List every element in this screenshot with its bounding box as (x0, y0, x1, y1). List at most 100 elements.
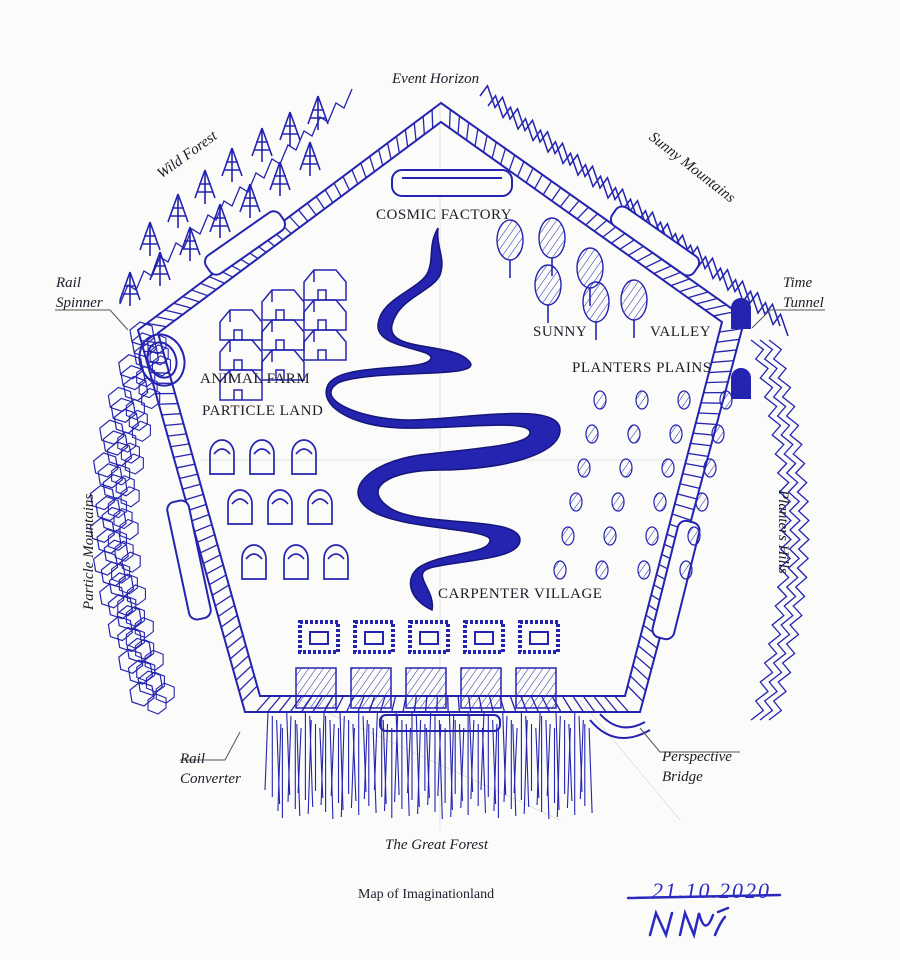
label-animal-farm: ANIMAL FARM (200, 371, 311, 387)
rail-tie (698, 412, 720, 415)
rail-tie (576, 206, 589, 220)
shrub (703, 458, 717, 478)
rail-tie (534, 174, 543, 189)
rail-tie (360, 162, 367, 179)
barn (303, 269, 347, 301)
rail-tie (682, 472, 703, 479)
rail-tie (687, 291, 709, 299)
lumber-stack (350, 667, 392, 709)
mountain-cell (125, 606, 145, 628)
hut (291, 439, 317, 475)
mountain-cell (117, 595, 137, 617)
workshop (463, 620, 505, 654)
rail-tie (200, 282, 217, 291)
particle-land-huts (209, 439, 349, 580)
forest-stroke (568, 723, 573, 802)
fir-tree (299, 141, 321, 176)
forest-edge (119, 88, 353, 305)
forest-stroke (427, 711, 432, 806)
mountain-cell (89, 484, 116, 511)
forest-stroke (329, 719, 334, 820)
lumber-stack (295, 667, 337, 709)
rail-tie (232, 655, 250, 671)
rail-tie (167, 433, 187, 437)
mountain-cell (102, 474, 128, 500)
animal-farm-barns (219, 269, 347, 401)
rail-tie (640, 634, 658, 649)
hill-line (750, 339, 792, 721)
forest-stroke (523, 719, 528, 815)
rail-tie (334, 695, 345, 713)
fir-tree (194, 169, 216, 204)
mountain-cell (124, 453, 144, 475)
forest-stroke (525, 715, 530, 808)
mountain-cell (134, 617, 154, 639)
workshop (353, 620, 395, 654)
rail-tie (706, 381, 728, 384)
mountain-cell (102, 430, 129, 456)
mountain-cell (125, 627, 145, 650)
shrub (627, 424, 641, 444)
rail-tie (610, 232, 626, 244)
mountain-cell (121, 551, 141, 573)
fir-tree (221, 147, 243, 182)
forest-stroke (535, 727, 540, 799)
date-stamp: 21.10.2020 (652, 878, 771, 903)
fir-tree (239, 183, 261, 218)
forest-stroke (363, 719, 368, 800)
fir-tree (179, 226, 201, 261)
workshop (408, 620, 450, 654)
rail-tie (422, 116, 426, 135)
rail-tie (457, 115, 461, 135)
hut (267, 489, 293, 525)
shrub (577, 458, 591, 478)
mountain-cell (120, 364, 146, 391)
mountain-cell (99, 583, 125, 609)
rail-tie (457, 695, 461, 713)
forest-stroke (296, 723, 301, 817)
rail-tie (170, 443, 190, 448)
rail-tie (315, 196, 326, 210)
shrub (679, 560, 693, 580)
mountain-cell (92, 550, 119, 576)
lumber-stack (405, 667, 447, 709)
rail-tie (635, 655, 652, 670)
forest-stroke (309, 715, 314, 808)
forest-stroke (536, 711, 541, 806)
rail-tie (155, 316, 175, 322)
mountain-cell (120, 442, 140, 464)
workshop (298, 620, 340, 654)
barn (219, 309, 263, 341)
perspective-bridge-arc (589, 713, 651, 739)
rail-tie (333, 182, 342, 197)
hut (249, 439, 275, 475)
shrub (619, 458, 633, 478)
shrub (711, 424, 725, 444)
label-rail-converter-line1: Rail (180, 751, 205, 767)
balloon-tree (496, 219, 524, 261)
rail-tie (582, 695, 596, 713)
wild-forest (119, 88, 353, 306)
shrub (661, 458, 675, 478)
workshop-door (474, 631, 494, 645)
track-structures (166, 169, 701, 732)
mountain-cell (127, 659, 154, 685)
workshop-door (309, 631, 329, 645)
hut (283, 544, 309, 580)
forest-stroke (383, 723, 389, 812)
mountain-cell (137, 670, 163, 696)
rail-tie (679, 284, 700, 293)
barn (261, 349, 305, 381)
mountain-cell (126, 584, 146, 606)
forest-stroke (307, 719, 312, 815)
forest-stroke (373, 711, 378, 791)
shrub (695, 492, 709, 512)
rail-tie (568, 200, 580, 214)
rail-tie (542, 180, 553, 196)
rail-tie (278, 695, 292, 713)
balloon-tree (534, 264, 562, 306)
label-rail-converter-line2: Converter (180, 771, 241, 787)
label-perspective-bridge-line1: Perspective (662, 749, 732, 765)
mountain-cell (100, 561, 127, 587)
